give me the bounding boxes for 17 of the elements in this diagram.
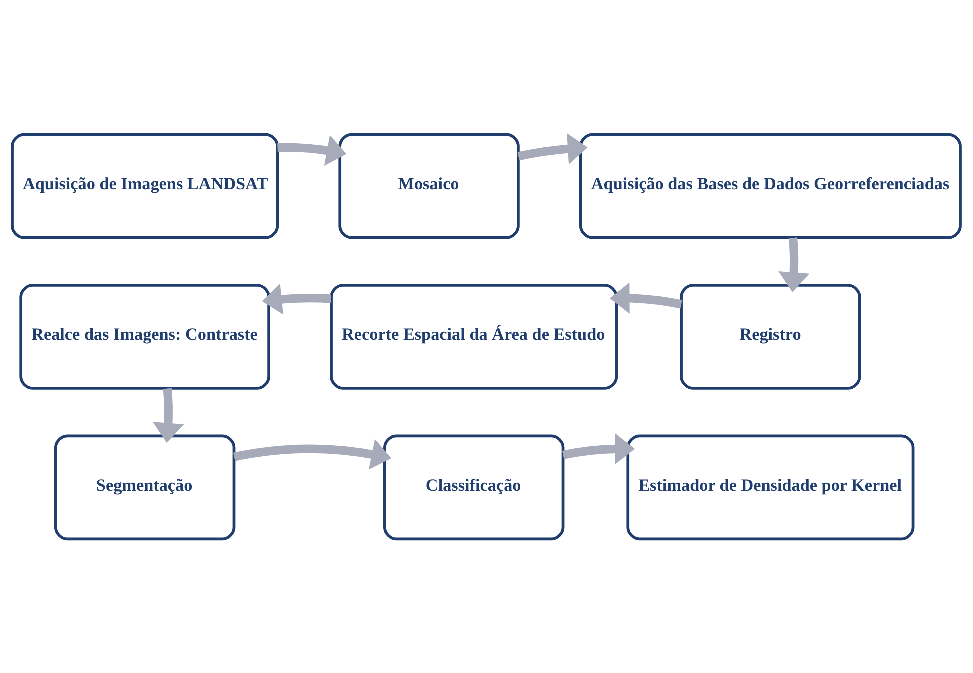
arrow bbox=[153, 388, 184, 443]
arrow bbox=[262, 283, 332, 314]
arrow bbox=[778, 237, 810, 292]
arrow bbox=[610, 282, 682, 314]
node-box: Estimador de Densidade por Kernel bbox=[626, 434, 915, 540]
node-box: Recorte Espacial da Área de Estudo bbox=[330, 284, 618, 390]
node-box: Segmentação bbox=[54, 434, 236, 540]
node-box: Aquisição de Imagens LANDSAT bbox=[11, 132, 280, 239]
arrow bbox=[278, 134, 347, 166]
node-box: Aquisição das Bases de Dados Georreferenciadas bbox=[579, 132, 962, 239]
node-box: Registro bbox=[680, 284, 862, 390]
node-box: Classificação bbox=[384, 434, 565, 540]
arrow bbox=[518, 132, 588, 164]
arrow bbox=[234, 438, 392, 470]
node-box: Realce das Imagens: Contraste bbox=[20, 284, 270, 390]
arrow bbox=[562, 432, 636, 464]
node-box: Mosaico bbox=[338, 132, 520, 239]
